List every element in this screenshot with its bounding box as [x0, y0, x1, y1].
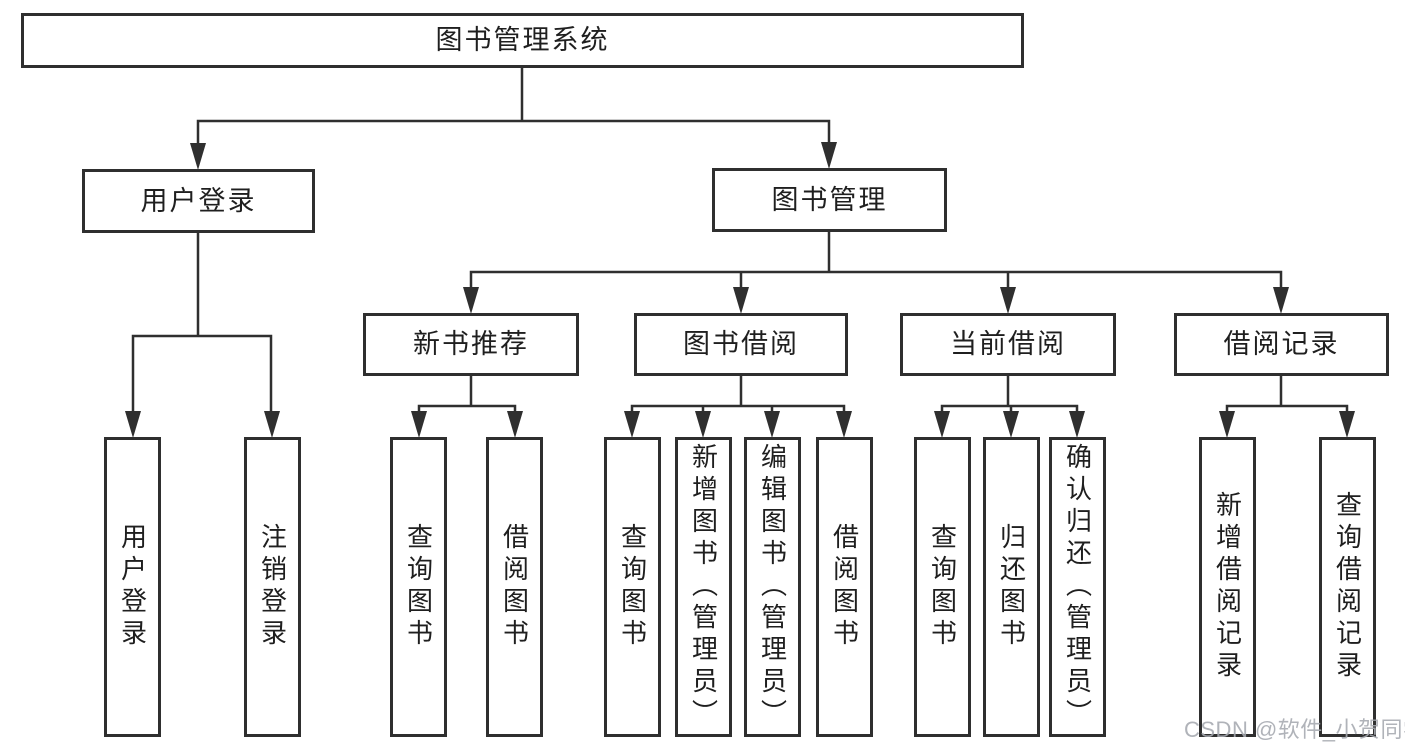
- node-label: 查询图书: [403, 523, 434, 651]
- node-label: 借阅记录: [1223, 329, 1340, 359]
- node-new-book-recommendation: 新书推荐: [363, 313, 579, 376]
- node-label: 图书借阅: [683, 329, 799, 359]
- node-label: 新书推荐: [413, 329, 529, 359]
- node-label: 用户登录: [117, 523, 148, 651]
- node-label: 图书管理系统: [435, 25, 610, 55]
- node-book-borrowing: 图书借阅: [634, 313, 848, 376]
- node-library-management-system: 图书管理系统: [21, 13, 1024, 68]
- node-label: 查询图书: [617, 523, 648, 651]
- node-label: 注销登录: [257, 523, 288, 651]
- node-label: 查询图书: [927, 523, 958, 651]
- node-label: 当前借阅: [950, 329, 1066, 359]
- leaf-logout: 注销登录: [244, 437, 301, 737]
- csdn-watermark: CSDN @软件_小贺同学: [1184, 717, 1405, 742]
- node-label: 新增图书（管理员）: [688, 443, 719, 731]
- node-label: 编辑图书（管理员）: [757, 443, 788, 731]
- node-label: 归还图书: [996, 523, 1027, 651]
- leaf-borrow-books-borrow: 借阅图书: [816, 437, 873, 737]
- node-user-login: 用户登录: [82, 169, 315, 233]
- leaf-borrow-books-recommend: 借阅图书: [486, 437, 543, 737]
- leaf-edit-book-admin: 编辑图书（管理员）: [744, 437, 801, 737]
- leaf-return-books: 归还图书: [983, 437, 1040, 737]
- leaf-add-borrow-record: 新增借阅记录: [1199, 437, 1256, 737]
- leaf-query-borrow-record: 查询借阅记录: [1319, 437, 1376, 737]
- leaf-query-books-borrow: 查询图书: [604, 437, 661, 737]
- node-label: 用户登录: [140, 185, 257, 216]
- leaf-add-book-admin: 新增图书（管理员）: [675, 437, 732, 737]
- node-label: 借阅图书: [499, 523, 530, 651]
- node-label: 查询借阅记录: [1332, 491, 1363, 683]
- leaf-confirm-return-admin: 确认归还（管理员）: [1049, 437, 1106, 737]
- node-label: 新增借阅记录: [1212, 491, 1243, 683]
- node-label: 确认归还（管理员）: [1062, 443, 1093, 731]
- node-book-management: 图书管理: [712, 168, 947, 232]
- leaf-user-login: 用户登录: [104, 437, 161, 737]
- node-label: 借阅图书: [829, 523, 860, 651]
- node-current-borrowing: 当前借阅: [900, 313, 1116, 376]
- leaf-query-books-current: 查询图书: [914, 437, 971, 737]
- node-borrowing-records: 借阅记录: [1174, 313, 1389, 376]
- node-label: 图书管理: [771, 184, 888, 215]
- leaf-query-books-recommend: 查询图书: [390, 437, 447, 737]
